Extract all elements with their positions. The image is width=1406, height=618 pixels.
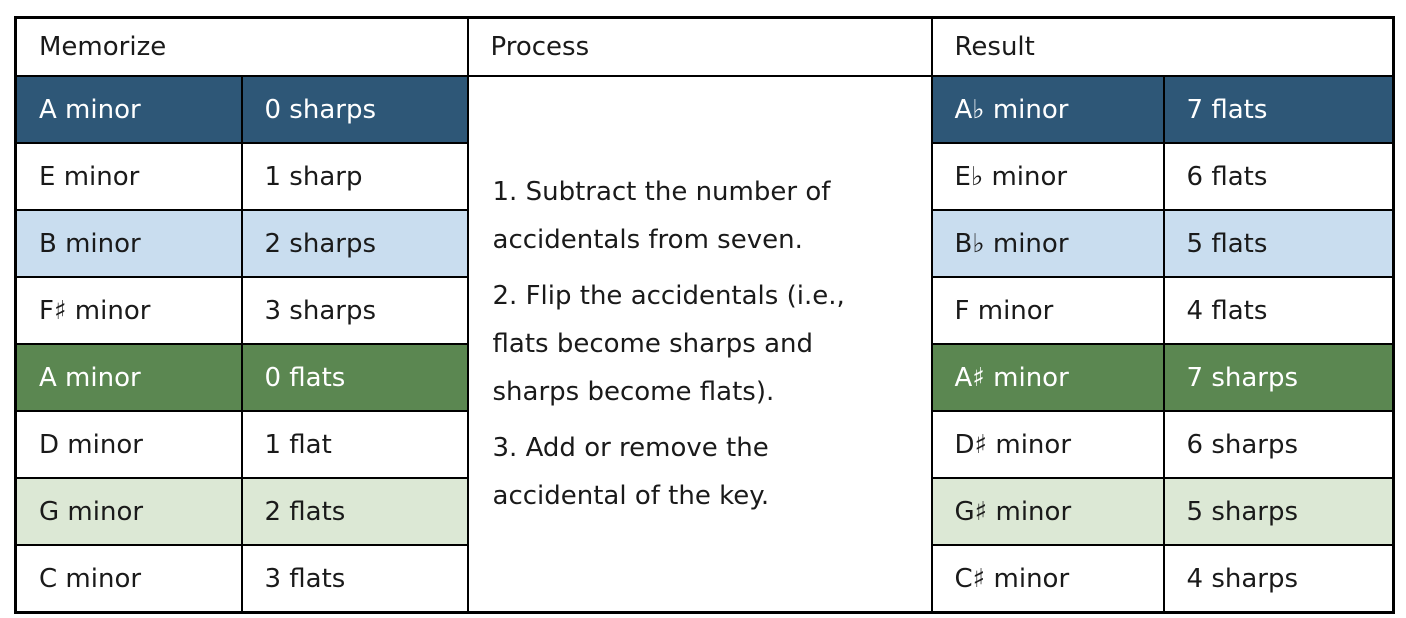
process-step-3: 3. Add or remove the accidental of the k… [492,433,770,512]
result-key-cell: D♯ minor [930,410,1165,479]
table-row: A minor 0 sharps 1. Subtract the number … [14,75,1395,614]
result-key-cell: F minor [930,276,1165,345]
result-accidentals-cell: 7 sharps [1162,343,1395,412]
memorize-key-cell: F♯ minor [14,276,243,345]
result-key-cell: C♯ minor [930,544,1165,614]
process-step-1: 1. Subtract the number of accidentals fr… [492,176,831,255]
memorize-accidentals-cell: 0 sharps [240,75,469,144]
memorize-key-cell: G minor [14,477,243,546]
memorize-accidentals-cell: 3 flats [240,544,469,614]
result-accidentals-cell: 5 flats [1162,209,1395,278]
result-accidentals-cell: 6 sharps [1162,410,1395,479]
table-row: E minor 1 sharp E♭ minor 6 flats [14,142,1395,211]
process-step-2: 2. Flip the accidentals (i.e., flats bec… [492,280,845,408]
memorize-accidentals-cell: 3 sharps [240,276,469,345]
memorize-accidentals-cell: 1 sharp [240,142,469,211]
result-accidentals-cell: 4 sharps [1162,544,1395,614]
memorize-key-cell: E minor [14,142,243,211]
result-accidentals-cell: 7 flats [1162,75,1395,144]
result-key-cell: A♭ minor [930,75,1165,144]
memorize-accidentals-cell: 2 flats [240,477,469,546]
result-key-cell: A♯ minor [930,343,1165,412]
memorize-key-cell: A minor [14,75,243,144]
memorize-key-cell: C minor [14,544,243,614]
result-accidentals-cell: 5 sharps [1162,477,1395,546]
process-header: Process [466,16,933,77]
memorize-key-cell: B minor [14,209,243,278]
table-row: C minor 3 flats C♯ minor 4 sharps [14,544,1395,614]
key-signature-table: Memorize Process Result A minor 0 sharps… [14,16,1396,614]
memorize-header: Memorize [14,16,469,77]
table-row: F♯ minor 3 sharps F minor 4 flats [14,276,1395,345]
result-accidentals-cell: 4 flats [1162,276,1395,345]
header-row: Memorize Process Result [14,16,1395,77]
result-key-cell: E♭ minor [930,142,1165,211]
result-header: Result [930,16,1395,77]
result-key-cell: G♯ minor [930,477,1165,546]
result-accidentals-cell: 6 flats [1162,142,1395,211]
memorize-accidentals-cell: 0 flats [240,343,469,412]
table-row: A minor 0 flats A♯ minor 7 sharps [14,343,1395,412]
memorize-key-cell: D minor [14,410,243,479]
memorize-key-cell: A minor [14,343,243,412]
process-cell: 1. Subtract the number of accidentals fr… [466,75,933,614]
table-row: B minor 2 sharps B♭ minor 5 flats [14,209,1395,278]
table-row: D minor 1 flat D♯ minor 6 sharps [14,410,1395,479]
memorize-accidentals-cell: 2 sharps [240,209,469,278]
result-key-cell: B♭ minor [930,209,1165,278]
table-row: G minor 2 flats G♯ minor 5 sharps [14,477,1395,546]
memorize-accidentals-cell: 1 flat [240,410,469,479]
